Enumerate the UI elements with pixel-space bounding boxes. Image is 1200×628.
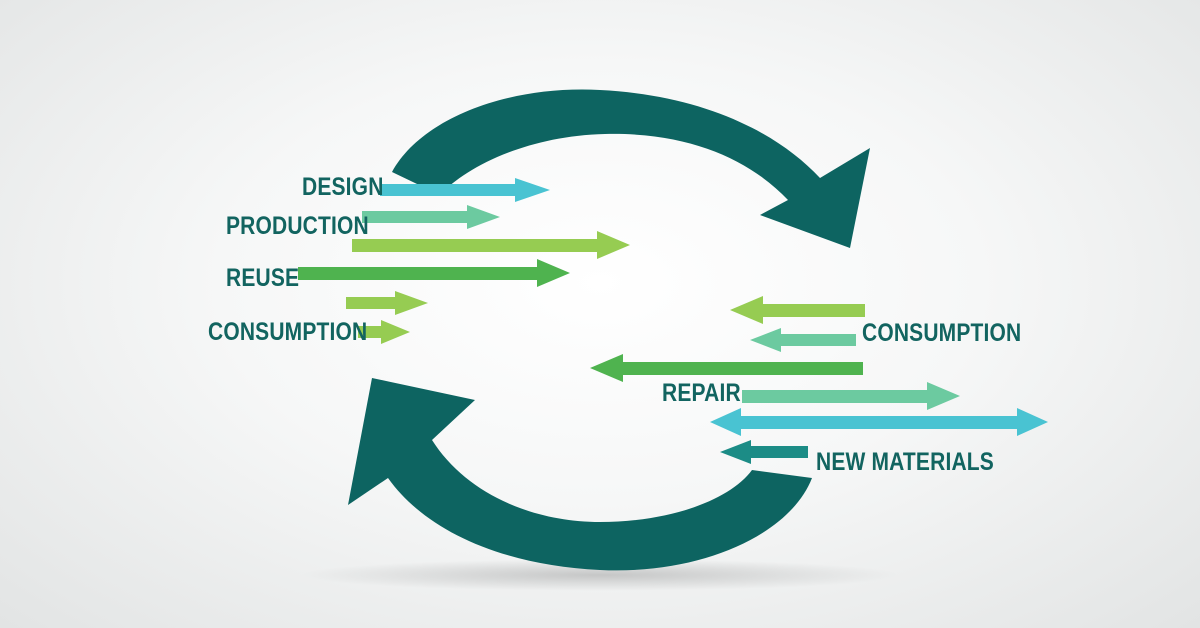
- label-consumption-left: CONSUMPTION: [208, 318, 368, 346]
- arrow-design: [380, 178, 550, 202]
- arrow-consumption-right: [750, 328, 856, 352]
- arrow-long-green-left: [590, 354, 863, 382]
- label-production: PRODUCTION: [226, 212, 369, 240]
- arrow-repair: [742, 382, 960, 410]
- label-consumption-right: CONSUMPTION: [862, 319, 1022, 347]
- label-reuse: REUSE: [226, 264, 300, 292]
- arrow-double-cyan: [710, 408, 1048, 436]
- label-repair: REPAIR: [662, 379, 741, 407]
- label-new-materials: NEW MATERIALS: [816, 448, 994, 476]
- cycle-arrow-bottom: [348, 378, 812, 571]
- arrow-left-lime-top: [730, 296, 865, 324]
- arrow-consumption-left: [358, 320, 410, 344]
- arrow-long-lime: [352, 231, 630, 259]
- arrow-new-materials: [720, 440, 808, 464]
- arrow-reuse: [298, 259, 570, 287]
- arrow-short-lime: [346, 291, 428, 315]
- label-design: DESIGN: [302, 173, 384, 201]
- floor-shadow: [300, 559, 900, 591]
- arrow-production: [362, 205, 500, 229]
- cycle-arrow-top: [392, 89, 870, 248]
